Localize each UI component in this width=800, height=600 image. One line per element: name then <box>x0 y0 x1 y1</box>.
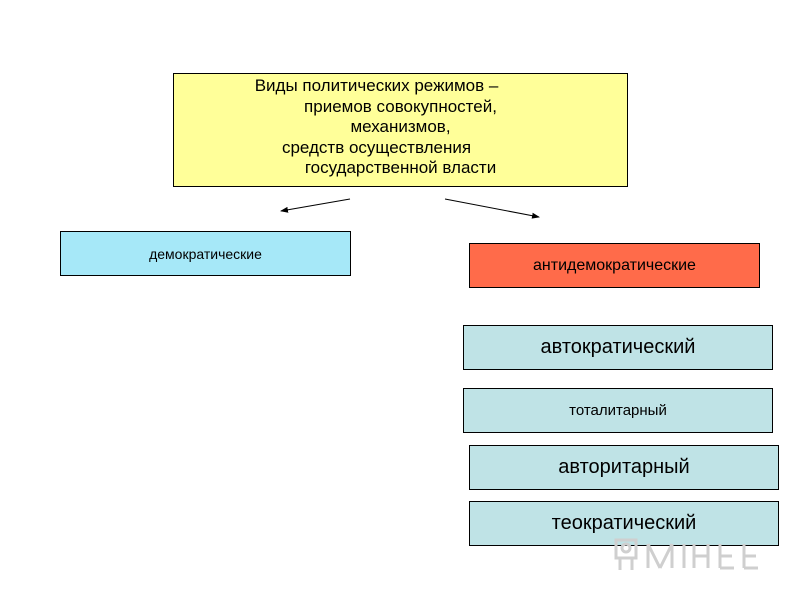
presentation-logo-icon <box>614 538 758 570</box>
root-node-line: государственной власти <box>304 158 497 177</box>
node-totalitarian-label: тоталитарный <box>569 402 667 419</box>
node-authoritarian: авторитарный <box>469 445 779 490</box>
arrow-to-democratic <box>280 198 351 213</box>
node-antidemocratic-label: антидемократические <box>533 256 696 274</box>
root-node-political-regimes: Виды политических режимов – приемов сово… <box>173 73 628 187</box>
node-democratic: демократические <box>60 231 351 276</box>
root-node-line: приемов совокупностей, <box>304 96 497 116</box>
root-node-line: средств осуществления <box>281 137 472 157</box>
node-autocratic-label: автократический <box>540 336 696 358</box>
node-antidemocratic: антидемократические <box>469 243 760 288</box>
arrow-to-antidemocratic <box>444 198 540 219</box>
root-node-line: Виды политических режимов – <box>254 76 499 95</box>
node-totalitarian: тоталитарный <box>463 388 773 433</box>
root-node-line: механизмов, <box>350 117 451 136</box>
node-autocratic: автократический <box>463 325 773 370</box>
node-democratic-label: демократические <box>149 245 262 262</box>
node-theocratic-label: теократический <box>551 512 697 534</box>
node-authoritarian-label: авторитарный <box>558 456 690 478</box>
